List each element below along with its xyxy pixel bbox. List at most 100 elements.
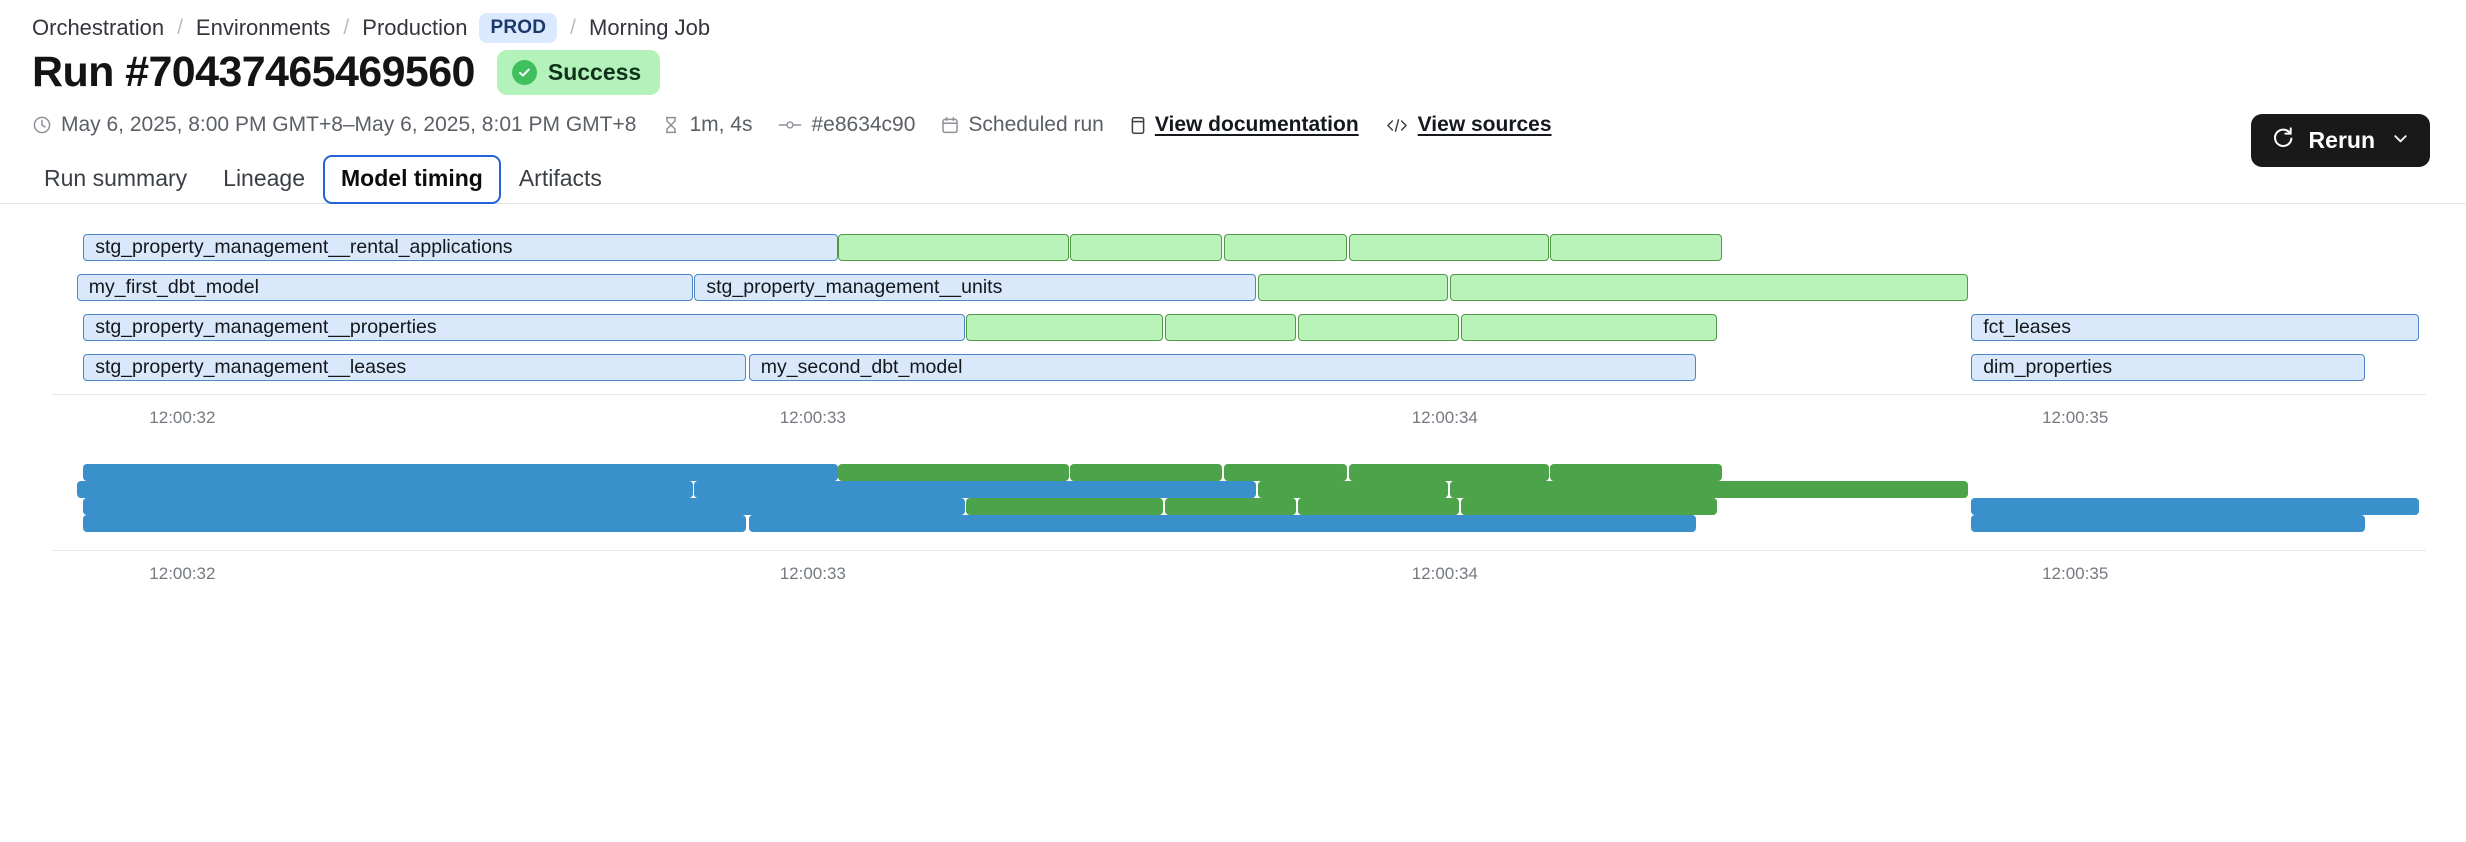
minimap-tick: 12:00:33 [779, 564, 846, 583]
minimap-tick: 12:00:32 [149, 564, 216, 583]
status-badge-label: Success [547, 59, 642, 85]
minimap-bar-test[interactable] [1224, 464, 1348, 481]
meta-trigger: Scheduled run [941, 113, 1104, 137]
commit-icon [778, 116, 802, 134]
meta-timerange-text: May 6, 2025, 8:00 PM GMT+8–May 6, 2025, … [61, 113, 637, 136]
meta-view-sources[interactable]: View sources [1385, 113, 1552, 137]
gantt-bar-test[interactable] [966, 314, 1164, 341]
gantt-bar-label: stg_property_management__units [706, 276, 1003, 298]
rerun-button[interactable]: Rerun [2250, 114, 2430, 167]
gantt-minimap[interactable] [0, 464, 2466, 540]
refresh-icon [2271, 126, 2295, 156]
meta-duration: 1m, 4s [662, 113, 752, 137]
minimap-bar-model[interactable] [83, 515, 746, 532]
meta-commit: #e8634c90 [778, 113, 915, 137]
meta-trigger-text: Scheduled run [968, 113, 1104, 136]
chevron-down-icon[interactable] [2391, 127, 2410, 154]
gantt-tick: 12:00:32 [149, 408, 216, 427]
gantt-row: stg_property_management__properties fct_l… [0, 314, 2466, 341]
minimap-bar-model[interactable] [1971, 498, 2420, 515]
breadcrumb-item-current: Morning Job [589, 15, 711, 40]
gantt-bar-test[interactable] [1297, 314, 1460, 341]
gantt-bar-model[interactable]: my_first_dbt_model [76, 274, 693, 301]
gantt-bar-model[interactable]: dim_properties [1971, 354, 2365, 381]
minimap-bar-model[interactable] [748, 515, 1696, 532]
gantt-bar-test[interactable] [1348, 234, 1549, 261]
title-row: Run #70437465469560 Success [0, 30, 2466, 95]
breadcrumb-separator: / [177, 16, 183, 39]
breadcrumb-separator: / [343, 16, 350, 39]
code-icon [1385, 116, 1409, 135]
gantt-bar-test[interactable] [1224, 234, 1348, 261]
clock-icon [32, 115, 52, 135]
gantt-bar-test[interactable] [1164, 314, 1296, 341]
minimap-bar-test[interactable] [1449, 481, 1968, 498]
minimap-bar-model[interactable] [1971, 515, 2365, 532]
minimap-bar-test[interactable] [1164, 498, 1296, 515]
gantt-bar-model[interactable]: stg_property_management__units [694, 274, 1256, 301]
gantt-bar-model[interactable]: my_second_dbt_model [748, 354, 1696, 381]
environment-badge: PROD [479, 13, 558, 43]
gantt-row: my_first_dbt_model stg_property_managemen… [0, 274, 2466, 301]
gantt-bar-model[interactable]: stg_property_management__rental_applicat… [83, 234, 839, 261]
minimap-bar-model[interactable] [83, 498, 965, 515]
check-circle-icon [511, 60, 537, 85]
tab-run-summary[interactable]: Run summary [44, 165, 188, 191]
meta-view-sources-text[interactable]: View sources [1417, 113, 1552, 136]
minimap-bar-test[interactable] [1070, 464, 1223, 481]
calendar-icon [941, 116, 959, 135]
minimap-bar-test[interactable] [1550, 464, 1722, 481]
gantt-bar-label: stg_property_management__properties [95, 316, 437, 338]
hourglass-icon [662, 115, 680, 135]
page-title: Run #70437465469560 [32, 48, 475, 96]
book-icon [1130, 116, 1146, 135]
gantt-bar-model[interactable]: stg_property_management__leases [83, 354, 746, 381]
breadcrumb-item-environments[interactable]: Environments [195, 15, 331, 40]
minimap-bar-model[interactable] [694, 481, 1256, 498]
gantt-chart: stg_property_management__rental_applicat… [0, 234, 2466, 384]
meta-view-documentation-text[interactable]: View documentation [1154, 113, 1359, 136]
meta-timerange: May 6, 2025, 8:00 PM GMT+8–May 6, 2025, … [32, 113, 636, 137]
gantt-bar-test[interactable] [1460, 314, 1717, 341]
minimap-bar-test[interactable] [1348, 464, 1549, 481]
meta-view-documentation[interactable]: View documentation [1130, 113, 1359, 137]
gantt-tick: 12:00:33 [779, 408, 846, 427]
gantt-bar-label: my_first_dbt_model [88, 276, 259, 298]
breadcrumb-item-production[interactable]: Production [362, 15, 468, 40]
minimap-tick: 12:00:35 [2042, 564, 2109, 583]
breadcrumb-item-orchestration[interactable]: Orchestration [32, 15, 165, 40]
minimap-bar-test[interactable] [1460, 498, 1717, 515]
minimap-bar-model[interactable] [76, 481, 693, 498]
gantt-bar-model[interactable]: stg_property_management__properties [83, 314, 965, 341]
gantt-bar-label: my_second_dbt_model [760, 356, 963, 378]
tab-bar-divider [0, 203, 2466, 204]
tab-model-timing[interactable]: Model timing [323, 155, 501, 204]
minimap-row [0, 481, 2466, 498]
gantt-bar-test[interactable] [1070, 234, 1223, 261]
breadcrumb-separator: / [570, 16, 576, 39]
breadcrumb: Orchestration / Environments / Productio… [0, 0, 2466, 43]
minimap-bar-model[interactable] [83, 464, 839, 481]
tab-bar: Run summary Lineage Model timing Artifac… [0, 137, 2466, 204]
meta-duration-text: 1m, 4s [689, 113, 753, 136]
minimap-tick: 12:00:34 [1411, 564, 1478, 583]
axis-line [52, 550, 2426, 551]
gantt-bar-label: dim_properties [1983, 356, 2113, 378]
gantt-bar-test[interactable] [838, 234, 1069, 261]
minimap-bar-test[interactable] [1297, 498, 1460, 515]
gantt-bar-test[interactable] [1550, 234, 1722, 261]
gantt-bar-model[interactable]: fct_leases [1971, 314, 2420, 341]
gantt-bar-test[interactable] [1257, 274, 1448, 301]
gantt-row: stg_property_management__rental_applicat… [0, 234, 2466, 261]
gantt-bar-label: stg_property_management__rental_applicat… [95, 236, 513, 258]
minimap-bar-test[interactable] [838, 464, 1069, 481]
model-timing-chart: stg_property_management__rental_applicat… [0, 234, 2466, 592]
minimap-bar-test[interactable] [1257, 481, 1448, 498]
minimap-time-axis: 12:00:32 12:00:33 12:00:34 12:00:35 [0, 550, 2466, 592]
tab-lineage[interactable]: Lineage [223, 165, 306, 191]
meta-commit-text: #e8634c90 [811, 113, 916, 136]
gantt-bar-test[interactable] [1449, 274, 1968, 301]
minimap-row [0, 498, 2466, 515]
minimap-bar-test[interactable] [966, 498, 1164, 515]
tab-artifacts[interactable]: Artifacts [518, 165, 602, 191]
